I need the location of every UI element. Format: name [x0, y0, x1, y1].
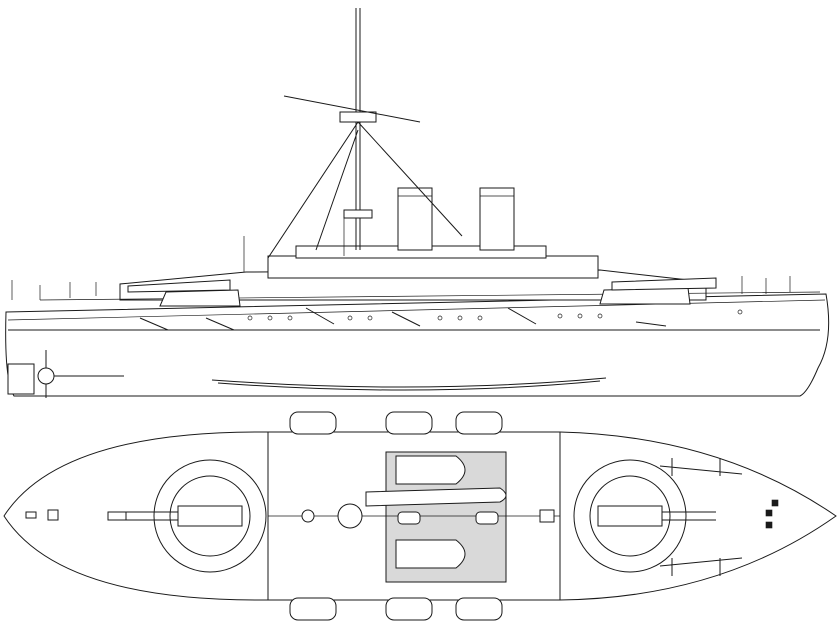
propeller-shaft [45, 350, 124, 398]
hatch-fwd [539, 509, 555, 523]
secondary-guns [139, 307, 667, 331]
fwd-main-gun [611, 277, 717, 291]
rudder [7, 363, 35, 395]
outboard-boats [289, 411, 503, 621]
mast-base [337, 503, 363, 529]
aft-turret-plan [120, 459, 267, 573]
ship-boats [365, 455, 507, 569]
boat-4 [475, 511, 499, 525]
boat-2 [395, 539, 466, 569]
funnel-fwd [479, 187, 515, 251]
launch [365, 487, 507, 507]
lower-top [343, 209, 373, 219]
hull-side [5, 293, 830, 397]
boat-3 [397, 511, 421, 525]
citadel [267, 255, 599, 279]
aft-turret-side [159, 289, 241, 307]
deck-stanchions [11, 236, 791, 300]
boat-1 [395, 455, 466, 485]
bilge-keel [211, 377, 607, 391]
deck-fittings [25, 499, 779, 529]
aft-main-gun [127, 279, 231, 293]
derrick-boom [267, 121, 463, 259]
fighting-top [339, 111, 377, 123]
portholes [247, 309, 743, 321]
anchors [659, 458, 743, 576]
funnel-aft [397, 187, 433, 251]
fwd-turret-plan [573, 459, 716, 573]
signal-yard [283, 95, 421, 123]
side-elevation [5, 8, 830, 398]
capstan [301, 509, 315, 523]
propeller-icon [37, 367, 55, 385]
deck-plan [3, 411, 837, 621]
